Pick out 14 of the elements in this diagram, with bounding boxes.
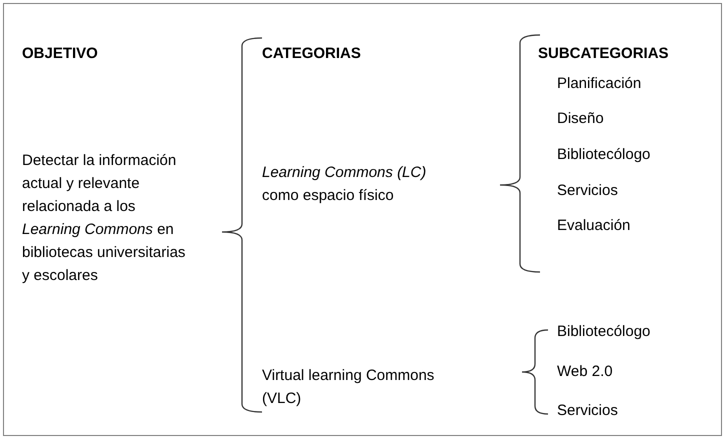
subcategory-text: Servicios <box>557 401 619 421</box>
column-heading: SUBCATEGORIAS <box>538 44 670 64</box>
subcategory-text: Bibliotecólogo <box>557 322 652 342</box>
column-heading: CATEGORIAS <box>262 44 362 64</box>
subcategory-text: Evaluación <box>557 216 632 236</box>
category-text: Learning Commons (LC) como espacio físico <box>262 163 428 206</box>
column-heading: OBJETIVO <box>22 44 99 64</box>
subcategory-text: Bibliotecólogo <box>557 145 652 165</box>
subcategory-text: Diseño <box>557 109 605 129</box>
category-text: Virtual learning Commons (VLC) <box>262 366 436 409</box>
subcategory-text: Servicios <box>557 181 619 201</box>
subcategory-text: Planificación <box>557 74 642 94</box>
objective-text: Detectar la información actual y relevante relacionada a los Learning Commons en bibliotecas universitarias y escolares <box>22 151 186 286</box>
subcategory-text: Web 2.0 <box>557 362 614 382</box>
